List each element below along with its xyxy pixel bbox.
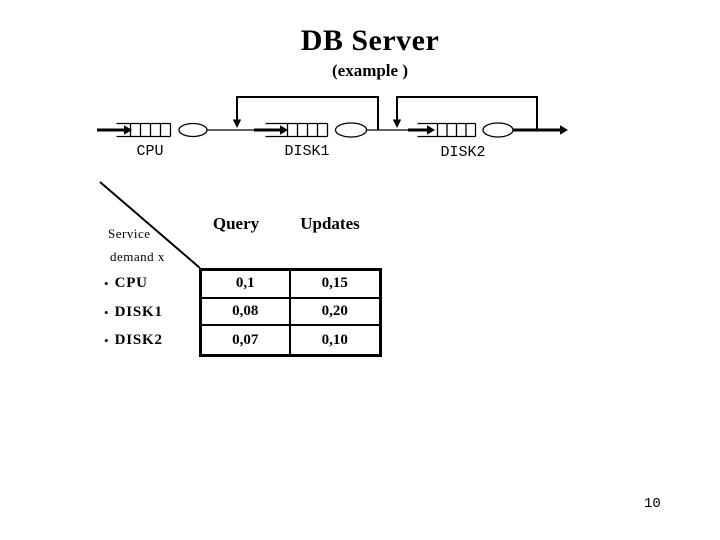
- page-subtitle: (example ): [331, 61, 408, 80]
- arrowhead-down: [232, 119, 242, 128]
- disk1-queue-node: [254, 122, 368, 138]
- row-label-cpu: • CPU: [104, 275, 148, 291]
- server-ellipse: [334, 122, 368, 138]
- arrival-arrow-icon: [97, 125, 132, 135]
- table-corner-diagonal: [99, 181, 201, 269]
- arrowhead-right: [427, 125, 435, 135]
- row-label-text: DISK1: [114, 304, 163, 320]
- table-cell-cpu-query: 0,1: [202, 271, 291, 299]
- table-cell-disk2-query: 0,07: [202, 326, 291, 354]
- bullet-icon: •: [104, 332, 109, 348]
- table-cell-cpu-updates: 0,15: [290, 271, 379, 299]
- diagram-label-disk1: DISK1: [284, 143, 330, 160]
- column-header-query: Query: [212, 214, 260, 233]
- arrowhead-right: [560, 125, 568, 135]
- service-demand-table: 0,1 0,15 0,08 0,20 0,07 0,10: [199, 268, 382, 357]
- arrowhead-right: [124, 125, 132, 135]
- queue-buffer: [116, 122, 172, 138]
- table-cell-disk1-updates: 0,20: [290, 299, 379, 327]
- server-ellipse: [482, 122, 514, 138]
- arrowhead-right: [280, 125, 288, 135]
- row-label-disk1: • DISK1: [104, 304, 163, 320]
- table-cell-disk2-updates: 0,10: [321, 331, 348, 348]
- server-ellipse: [178, 122, 208, 138]
- disk2-queue-node: [408, 122, 514, 138]
- arrowhead-down: [392, 119, 402, 128]
- corner-caption-line2: demand x: [110, 249, 165, 264]
- slide-page-number: 10: [644, 496, 661, 512]
- table-cell-disk1-query: 0,08: [202, 298, 291, 327]
- diagram-label-cpu: CPU: [136, 143, 164, 160]
- row-label-text: DISK2: [114, 332, 163, 348]
- feedback-loop-disk2: [392, 96, 538, 130]
- bullet-icon: •: [104, 304, 109, 320]
- page-title: DB Server: [300, 24, 440, 57]
- departure-arrow-icon: [513, 125, 568, 135]
- feedback-loop-disk1: [232, 96, 379, 130]
- cpu-queue-node: [116, 122, 208, 138]
- diagram-label-disk2: DISK2: [440, 144, 486, 161]
- column-header-updates: Updates: [300, 214, 360, 233]
- queue-buffer: [265, 122, 329, 138]
- queue-buffer: [417, 122, 477, 138]
- bullet-icon: •: [104, 275, 109, 291]
- row-label-disk2: • DISK2: [104, 332, 163, 348]
- row-label-text: CPU: [114, 275, 148, 291]
- corner-caption-line1: Service: [108, 226, 151, 241]
